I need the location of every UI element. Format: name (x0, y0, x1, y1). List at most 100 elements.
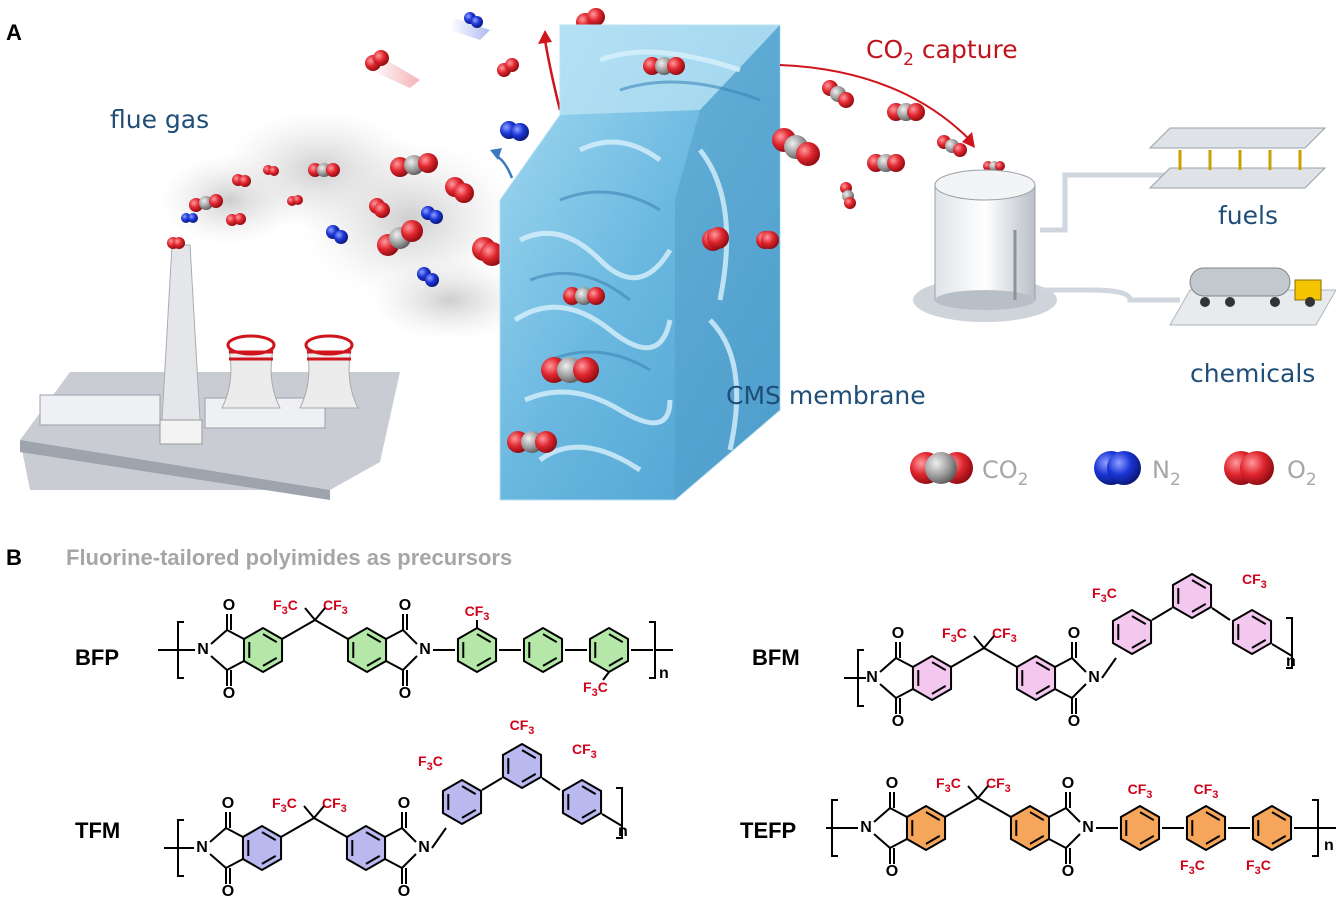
o2-molecule-icon (702, 227, 729, 251)
atom-label: N (197, 641, 209, 658)
f3c-group-label: F3C (583, 679, 608, 699)
atom-label: O (223, 597, 235, 614)
co2-molecule-icon (983, 161, 1005, 171)
flue-gas-label: flue gas (110, 105, 209, 134)
co2-capture-label: CO2 capture (866, 35, 1018, 70)
atom-label: N (1082, 819, 1094, 836)
flue-gas-smoke (160, 110, 530, 340)
atom-label: O (1068, 713, 1080, 730)
atom-label: O (1062, 863, 1074, 880)
cf3-group-label: CF3 (572, 741, 597, 761)
f3c-group-label: F3C (1180, 857, 1205, 877)
atom-label: O (1062, 775, 1074, 792)
atom-label: N (866, 669, 878, 686)
co2-molecule-icon (377, 220, 423, 256)
f3c-group-label: F3C (273, 597, 298, 617)
n2-molecule-icon (326, 225, 348, 244)
n2-molecule-icon (417, 267, 439, 287)
o2-molecule-icon (263, 165, 279, 176)
n2-molecule-icon (181, 213, 198, 223)
panel-b-subtitle: Fluorine-tailored polyimides as precurso… (66, 545, 512, 570)
panel-a-letter: A (6, 20, 22, 45)
o2-molecule-icon (756, 231, 779, 249)
f3c-group-label: F3C (942, 625, 967, 645)
cf3-group-label: CF3 (1194, 781, 1219, 801)
panel-b-letter: B (6, 545, 22, 570)
atom-label: O (222, 883, 234, 900)
o2-molecule-icon (167, 237, 185, 249)
atom-label: O (886, 775, 898, 792)
atom-label: O (1068, 625, 1080, 642)
o2-molecule-icon (497, 58, 519, 77)
polymer-name-bfp: BFP (75, 645, 119, 670)
cf3-group-label: CF3 (986, 775, 1011, 795)
legend-n2-label: N2 (1152, 456, 1181, 490)
legend-co2-label: CO2 (982, 456, 1028, 490)
panel-b: B Fluorine-tailored polyimides as precur… (6, 545, 1336, 900)
atom-label: O (886, 863, 898, 880)
repeat-n-label: n (1286, 653, 1296, 670)
atom-label: N (1088, 669, 1100, 686)
n2-molecule-icon (500, 121, 529, 141)
co2-molecule-icon (910, 452, 973, 484)
co2-molecule-icon (937, 135, 967, 157)
repeat-bracket (616, 787, 623, 839)
co2-molecule-icon (390, 153, 438, 177)
polymer-name-tfm: TFM (75, 818, 120, 843)
n2-molecule-icon (421, 206, 443, 224)
atom-label: O (223, 685, 235, 702)
o2-molecule-icon (226, 213, 246, 226)
legend: CO2 N2 O2 (910, 451, 1317, 490)
atom-label: O (398, 795, 410, 812)
atom-label: O (892, 625, 904, 642)
cf3-group-label: CF3 (322, 795, 347, 815)
polymer-name-tefp: TEFP (740, 818, 796, 843)
co2-molecule-icon (643, 57, 685, 75)
atom-label: O (398, 883, 410, 900)
power-plant-illustration (20, 244, 400, 500)
o2-molecule-icon (369, 198, 390, 218)
co2-molecule-icon (308, 163, 340, 177)
atom-label: O (399, 597, 411, 614)
repeat-bracket (1286, 617, 1293, 669)
fuels-cell-illustration (1148, 127, 1327, 189)
cf3-group-label: CF3 (1128, 781, 1153, 801)
atom-label: N (860, 819, 872, 836)
co2-molecule-icon (822, 80, 854, 108)
co2-molecule-icon (541, 357, 599, 383)
atom-label: N (419, 641, 431, 658)
f3c-group-label: F3C (1246, 857, 1271, 877)
cms-membrane-block (499, 24, 781, 501)
atom-label: N (196, 839, 208, 856)
o2-molecule-icon (365, 50, 389, 71)
cf3-group-label: CF3 (1242, 571, 1267, 591)
n2-molecule-icon (1094, 451, 1141, 485)
co2-molecule-icon (772, 128, 820, 166)
captured-co2-stream (772, 64, 1005, 209)
cf3-group-label: CF3 (992, 625, 1017, 645)
atom-label: N (418, 839, 430, 856)
chemicals-label: chemicals (1190, 359, 1315, 388)
repeat-bracket (831, 799, 838, 857)
n2-molecule-icon (464, 12, 483, 28)
cf3-group-label: CF3 (465, 603, 490, 623)
cf3-group-label: CF3 (510, 717, 535, 737)
co2-molecule-icon (840, 182, 856, 209)
co2-molecule-icon (507, 431, 557, 453)
co2-molecule-icon (189, 194, 223, 212)
co2-molecule-icon (563, 287, 605, 305)
o2-molecule-icon (287, 195, 303, 206)
co2-molecule-icon (867, 154, 905, 172)
co2-molecule-icon (887, 103, 925, 121)
f3c-group-label: F3C (936, 775, 961, 795)
tanker-truck-illustration (1169, 267, 1336, 326)
o2-molecule-icon (1224, 451, 1274, 485)
panel-a: A (6, 8, 1336, 501)
o2-molecule-icon (445, 177, 474, 203)
repeat-n-label: n (1324, 837, 1334, 854)
